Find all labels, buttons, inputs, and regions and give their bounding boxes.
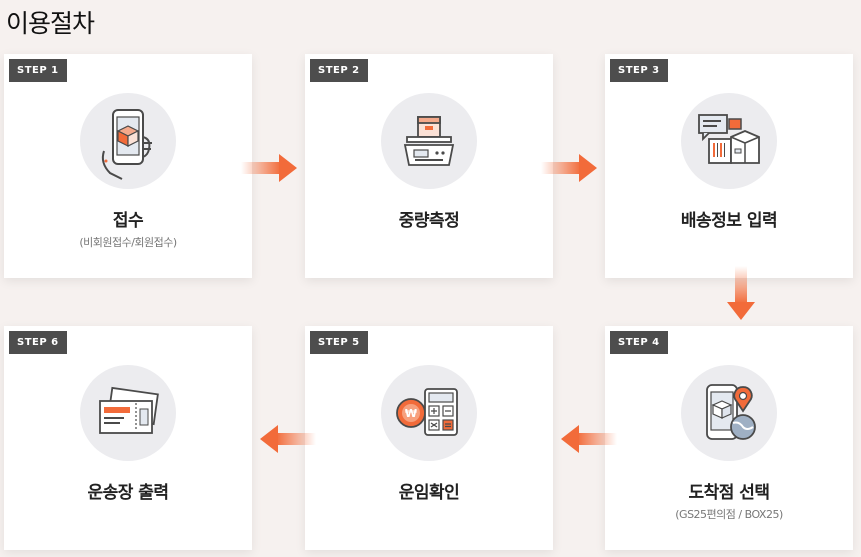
step-card-1: STEP 1 접수 (비회원접수/회원접수) (4, 54, 252, 278)
step-title: 운임확인 (398, 483, 460, 503)
step-card-5: STEP 5 ₩ 운임확인 (305, 326, 553, 550)
calculator-icon: ₩ (381, 365, 477, 461)
step-badge: STEP 3 (610, 59, 668, 82)
step-badge: STEP 4 (610, 331, 668, 354)
arrow-right-icon (541, 152, 599, 184)
step-card-2: STEP 2 중량측정 (305, 54, 553, 278)
page-title: 이용절차 (6, 9, 95, 38)
arrow-down-icon (725, 266, 757, 322)
step-card-6: STEP 6 운송장 출력 (4, 326, 252, 550)
arrow-left-icon (258, 423, 316, 455)
step-badge: STEP 1 (9, 59, 67, 82)
step-title: 중량측정 (398, 211, 460, 231)
step-title: 운송장 출력 (87, 483, 169, 503)
step-card-3: STEP 3 배송정보 입력 (605, 54, 853, 278)
location-phone-icon (681, 365, 777, 461)
step-badge: STEP 6 (9, 331, 67, 354)
step-title: 접수 (112, 211, 144, 231)
step-subtitle: (비회원접수/회원접수) (79, 236, 177, 249)
scale-icon (381, 93, 477, 189)
arrow-right-icon (241, 152, 299, 184)
step-badge: STEP 2 (310, 59, 368, 82)
shipping-info-icon (681, 93, 777, 189)
step-badge: STEP 5 (310, 331, 368, 354)
svg-text:₩: ₩ (405, 407, 417, 420)
ticket-icon (80, 365, 176, 461)
step-title: 배송정보 입력 (680, 211, 778, 231)
step-subtitle: (GS25편의점 / BOX25) (675, 508, 783, 521)
step-title: 도착점 선택 (688, 483, 770, 503)
arrow-left-icon (559, 423, 617, 455)
phone-box-icon (80, 93, 176, 189)
step-card-4: STEP 4 도착점 선택 (GS25편의점 / BOX25) (605, 326, 853, 550)
